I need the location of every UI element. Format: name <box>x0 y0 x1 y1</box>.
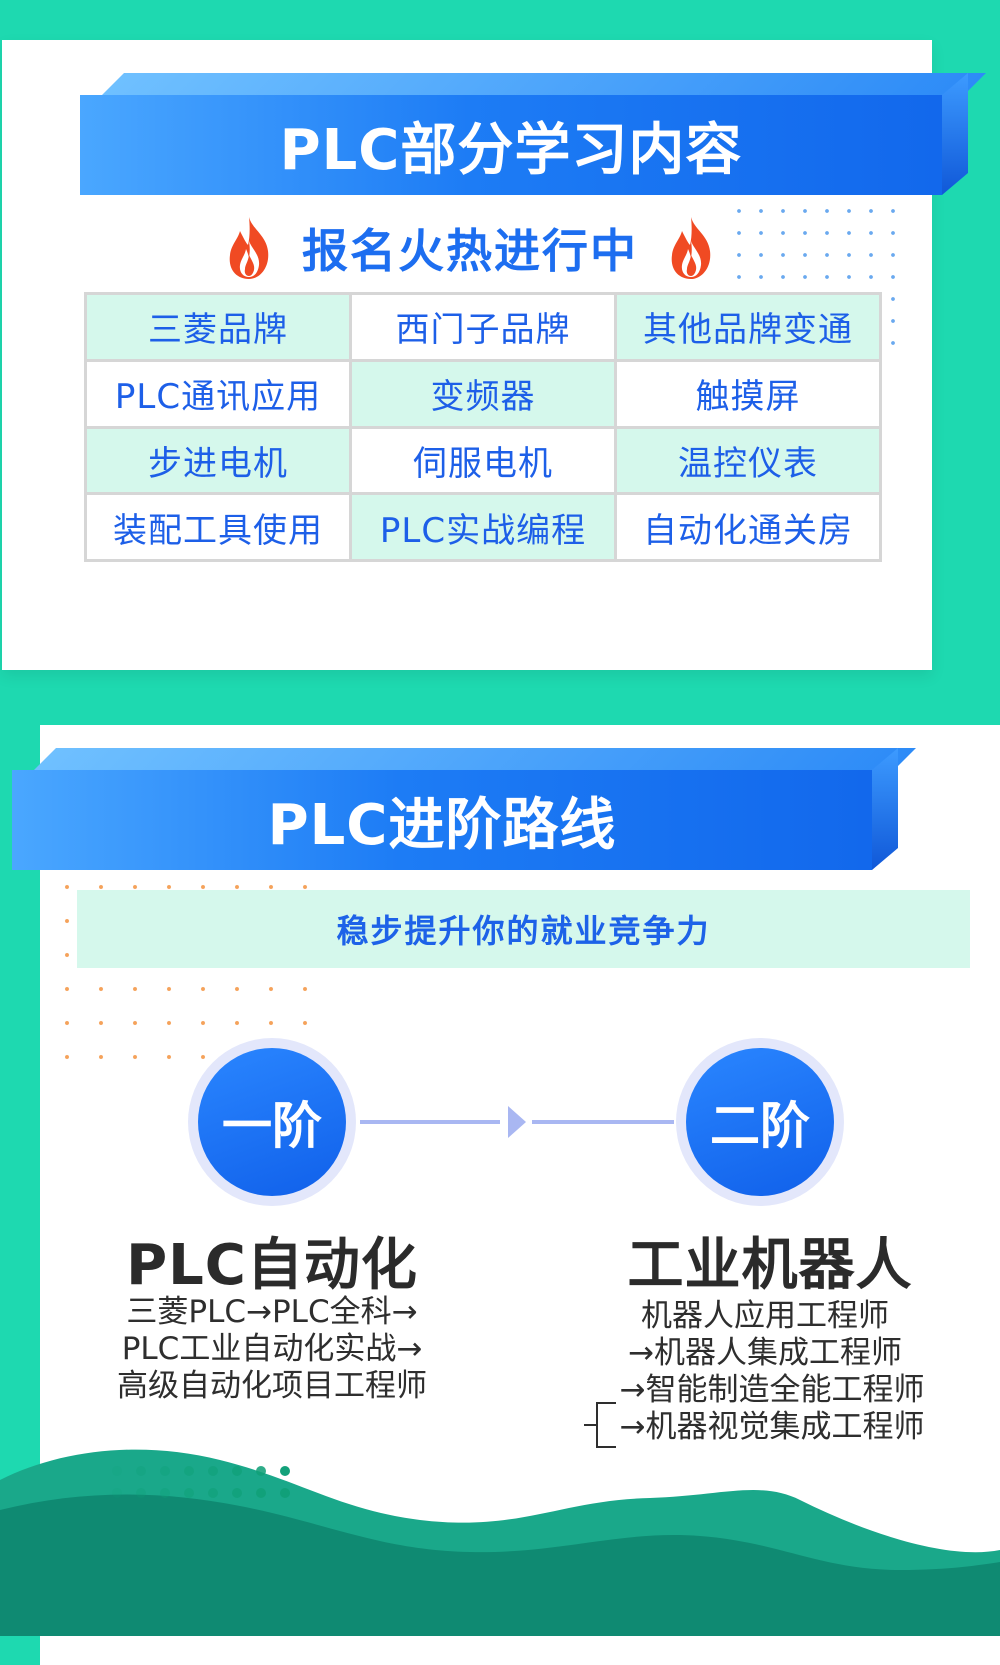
stage2-desc-line: →智能制造全能工程师 <box>619 1372 925 1408</box>
section1-title: PLC部分学习内容 <box>279 117 743 183</box>
tagline: 稳步提升你的就业竞争力 <box>77 890 970 968</box>
topic-cell: PLC实战编程 <box>352 495 614 559</box>
banner-front-face <box>12 770 872 870</box>
stage1-desc-line: 三菱PLC→PLC全科→ <box>126 1294 418 1330</box>
enrollment-row: 报名火热进行中 <box>210 208 730 288</box>
green-dot <box>160 1466 170 1476</box>
topic-cell: 触摸屏 <box>617 361 879 426</box>
stage1-desc-line: 高级自动化项目工程师 <box>117 1368 427 1404</box>
stage2-title: 工业机器人 <box>627 1233 913 1298</box>
stage2-description: 机器人应用工程师 →机器人集成工程师 →智能制造全能工程师 →机器视觉集成工程师 <box>545 1298 985 1446</box>
topic-cell: PLC通讯应用 <box>87 361 349 426</box>
green-dot <box>280 1488 290 1498</box>
course-topic-grid: 三菱品牌 西门子品牌 其他品牌变通 PLC通讯应用 变频器 触摸屏 步进电机 伺… <box>84 292 882 562</box>
bracket-tick <box>598 1402 616 1404</box>
topic-cell: 伺服电机 <box>352 428 614 493</box>
connector-line <box>532 1120 674 1124</box>
banner-front-face <box>80 95 942 195</box>
green-dot <box>232 1466 242 1476</box>
green-dot <box>184 1466 194 1476</box>
flame-icon <box>671 217 711 279</box>
topic-cell: 其他品牌变通 <box>617 295 879 359</box>
green-dot <box>184 1488 194 1498</box>
stage1-title: PLC自动化 <box>126 1233 418 1298</box>
stage2-desc-line: →机器视觉集成工程师 <box>619 1409 925 1445</box>
banner-side-face <box>942 73 968 195</box>
topic-cell: 自动化通关房 <box>617 495 879 559</box>
green-dot <box>136 1488 146 1498</box>
green-dot <box>256 1488 266 1498</box>
stage2-desc-line: 机器人应用工程师 <box>641 1298 889 1334</box>
stage2-badge: 二阶 <box>676 1038 844 1206</box>
green-dot <box>160 1488 170 1498</box>
stage1-description: 三菱PLC→PLC全科→ PLC工业自动化实战→ 高级自动化项目工程师 <box>52 1294 492 1405</box>
stage1-badge: 一阶 <box>188 1038 356 1206</box>
topic-cell: 西门子品牌 <box>352 295 614 359</box>
connector-line <box>360 1120 500 1124</box>
decorative-wave <box>0 1449 1000 1636</box>
topic-cell: 温控仪表 <box>617 428 879 493</box>
flame-icon <box>229 217 269 279</box>
stage2-badge-label: 二阶 <box>686 1048 834 1196</box>
green-dot <box>256 1466 266 1476</box>
enrollment-subtitle: 报名火热进行中 <box>302 224 638 278</box>
topic-cell: 变频器 <box>352 361 614 426</box>
stage2-desc-line: →机器人集成工程师 <box>628 1335 902 1371</box>
banner-side-face <box>872 748 898 870</box>
green-dot <box>136 1466 146 1476</box>
green-dot <box>208 1488 218 1498</box>
banner-top-face <box>34 748 916 770</box>
stage1-desc-line: PLC工业自动化实战→ <box>121 1331 423 1367</box>
topic-cell: 三菱品牌 <box>87 295 349 359</box>
green-dot <box>112 1466 122 1476</box>
section1-banner: PLC部分学习内容 <box>80 73 986 195</box>
banner-top-face <box>102 73 986 95</box>
arrow-right-icon <box>508 1106 526 1138</box>
topic-cell: 步进电机 <box>87 428 349 493</box>
green-dot <box>112 1488 122 1498</box>
topic-cell: 装配工具使用 <box>87 495 349 559</box>
green-dot <box>208 1466 218 1476</box>
green-dot <box>232 1488 242 1498</box>
stage1-badge-label: 一阶 <box>198 1048 346 1196</box>
bracket-tick <box>598 1446 616 1448</box>
section2-banner: PLC进阶路线 <box>12 748 916 870</box>
section2-title: PLC进阶路线 <box>267 792 617 858</box>
green-dot <box>280 1466 290 1476</box>
branch-bracket <box>584 1402 618 1448</box>
